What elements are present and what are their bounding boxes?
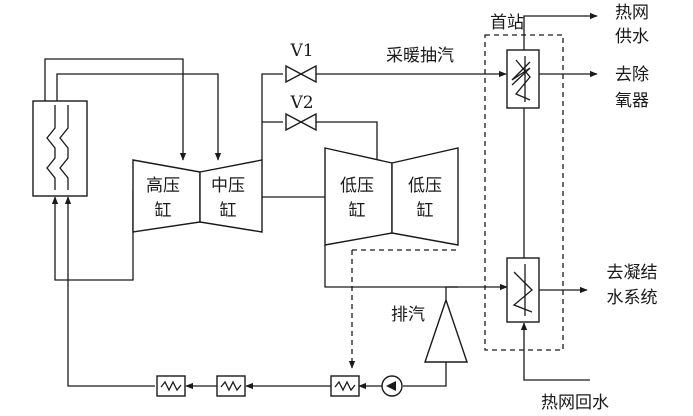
valve-v2-label: V2 [289,93,313,113]
hp-cylinder-label-1: 高压 [146,176,180,196]
feedwater-heater-1 [156,375,186,397]
hp-cylinder-label-2: 缸 [155,200,172,221]
valve-v2: V2 [285,93,317,132]
boiler [32,100,88,197]
heat-supply-line [523,12,598,50]
ip-cylinder-label-1: 中压 [211,176,245,196]
to-deaerator-label-2: 氧器 [615,91,649,111]
condensate-line [403,362,447,387]
hp-cylinder: 高压 缸 [132,159,201,233]
heating-extraction-label: 采暖抽汽 [386,46,454,66]
to-condensate-label-2: 水系统 [607,288,658,308]
lower-heat-exchanger [506,257,540,323]
reheat-steam-line [56,73,222,161]
heat-supply-label-2: 供水 [615,27,649,47]
crossover-pipe [316,121,378,163]
lp-cylinder-b-label-2: 缸 [417,200,434,221]
exhaust-label: 排汽 [391,305,425,325]
feedwater-heater-3 [330,375,360,397]
lp-cylinder-b-label-1: 低压 [408,176,442,196]
to-deaerator-label-1: 去除 [615,65,649,85]
lp-cylinder-a-label-2: 缸 [349,200,366,221]
lp-cylinder-a-label-1: 低压 [340,176,374,196]
to-condensate-label-1: 去凝结 [607,263,658,283]
head-station-label: 首站 [490,13,524,33]
feedwater-heater-2 [216,375,246,397]
pump-icon [381,375,403,397]
valve-v1: V1 [285,41,317,84]
condenser: 排汽 [391,286,468,363]
valve-v1-label: V1 [289,41,313,61]
upper-heat-exchanger [506,49,540,109]
heat-supply-label-1: 热网 [615,3,649,23]
ip-cylinder: 中压 缸 [199,159,263,233]
ip-exhaust-riser [261,73,283,160]
heat-return-line [520,322,590,381]
lp-cylinder: 低压 缸 低压 缸 [324,147,459,246]
feedwater-line [64,196,155,387]
heat-return-label: 热网回水 [541,393,609,413]
ip-cylinder-label-2: 缸 [220,200,237,221]
cold-reheat-line [51,190,134,281]
main-steam-line [44,58,187,161]
